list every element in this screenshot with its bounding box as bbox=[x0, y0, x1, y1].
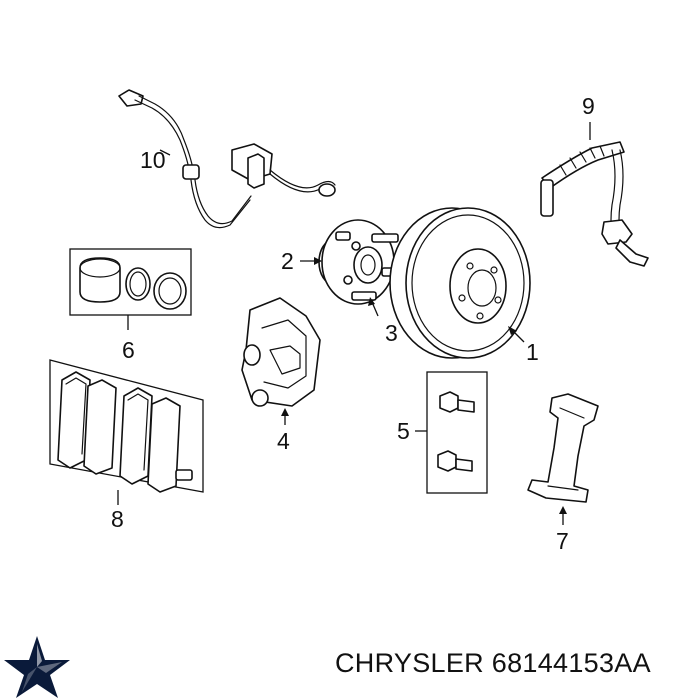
brake-hose-drawing bbox=[540, 122, 649, 267]
part-caption: CHRYSLER 68144153AA bbox=[335, 648, 695, 679]
abs-sensor-drawing bbox=[118, 89, 336, 229]
part-number: 68144153AA bbox=[491, 648, 651, 678]
callout-3: 3 bbox=[385, 320, 398, 346]
callout-2: 2 bbox=[281, 248, 294, 274]
callout-4: 4 bbox=[277, 428, 290, 454]
brand-name: CHRYSLER bbox=[335, 648, 484, 678]
callout-8: 8 bbox=[111, 506, 124, 532]
chrysler-pentastar-logo bbox=[4, 636, 70, 698]
wheel-hub-drawing bbox=[300, 219, 403, 317]
brake-rotor-drawing bbox=[389, 207, 531, 359]
callout-5: 5 bbox=[397, 418, 410, 444]
callout-10: 10 bbox=[140, 147, 166, 173]
caliper-bolts-drawing bbox=[415, 371, 488, 494]
callout-7: 7 bbox=[556, 528, 569, 554]
brake-caliper-drawing bbox=[241, 297, 321, 425]
caliper-bracket-drawing bbox=[527, 393, 599, 525]
callout-9: 9 bbox=[582, 93, 595, 119]
callout-6: 6 bbox=[122, 337, 135, 363]
brake-pad-set-drawing bbox=[49, 359, 204, 505]
seal-kit-drawing bbox=[69, 248, 192, 330]
callout-1: 1 bbox=[526, 339, 539, 365]
